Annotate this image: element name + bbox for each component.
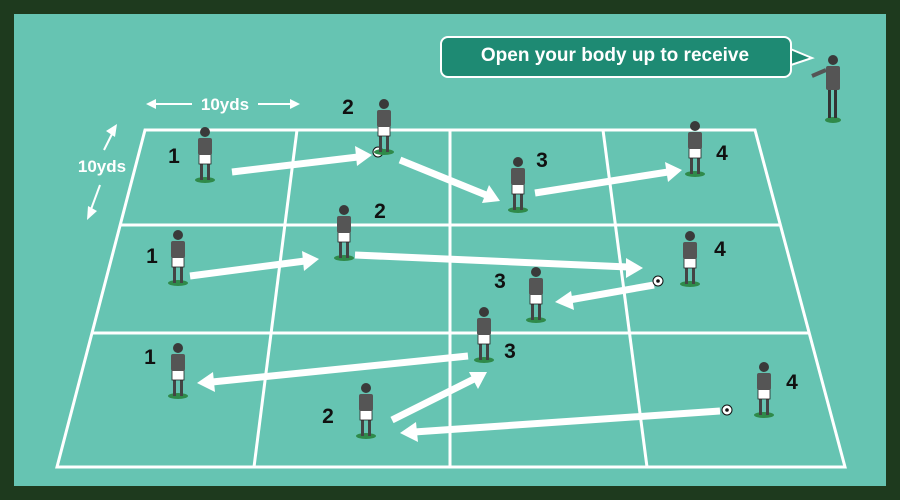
height-label: 10yds (78, 157, 126, 176)
grid-lines (55, 128, 847, 469)
player-number: 2 (374, 200, 386, 223)
player-number: 3 (504, 340, 516, 363)
player-row-3: 1 2 3 4 (144, 306, 798, 440)
callout-box (440, 36, 792, 78)
arrow-row2-2 (354, 251, 643, 278)
player-number: 3 (536, 149, 548, 172)
arrow-row3-1 (197, 352, 469, 392)
height-dimension: 10yds (78, 124, 126, 220)
player-number: 4 (714, 238, 726, 261)
player-figure (679, 230, 701, 288)
player-figure (355, 382, 377, 440)
player-row-2: 1 2 3 4 (146, 200, 726, 324)
coach-callout: Open your body up to receive (440, 36, 792, 78)
player-number: 1 (144, 346, 156, 369)
width-label: 10yds (201, 95, 249, 114)
player-figure (167, 229, 189, 287)
player-figure (753, 361, 775, 419)
player-row-1: 1 2 3 4 (168, 96, 728, 214)
arrow-row1-2 (398, 156, 500, 203)
arrow-row3-2 (390, 372, 487, 424)
ball-icon (652, 275, 664, 287)
player-figure (194, 126, 216, 184)
player-figure (507, 156, 529, 214)
player-figure (473, 306, 495, 364)
player-figure (333, 204, 355, 262)
arrow-row1-1 (231, 146, 372, 176)
player-number: 2 (322, 405, 334, 428)
arrow-row2-1 (189, 251, 319, 280)
player-figure (525, 266, 547, 324)
width-dimension: 10yds (146, 95, 300, 114)
player-number: 1 (146, 245, 158, 268)
player-number: 4 (716, 142, 728, 165)
player-number: 3 (494, 270, 506, 293)
player-number: 1 (168, 145, 180, 168)
pass-arrows (189, 146, 721, 442)
player-number: 2 (342, 96, 354, 119)
player-figure (167, 342, 189, 400)
coach-figure (811, 55, 841, 123)
arrow-row3-3 (400, 407, 721, 442)
ball-icon (721, 404, 733, 416)
callout-text: Open your body up to receive (480, 45, 750, 66)
arrow-row2-3 (555, 281, 655, 310)
player-number: 4 (786, 371, 798, 394)
arrow-row1-3 (534, 162, 682, 197)
